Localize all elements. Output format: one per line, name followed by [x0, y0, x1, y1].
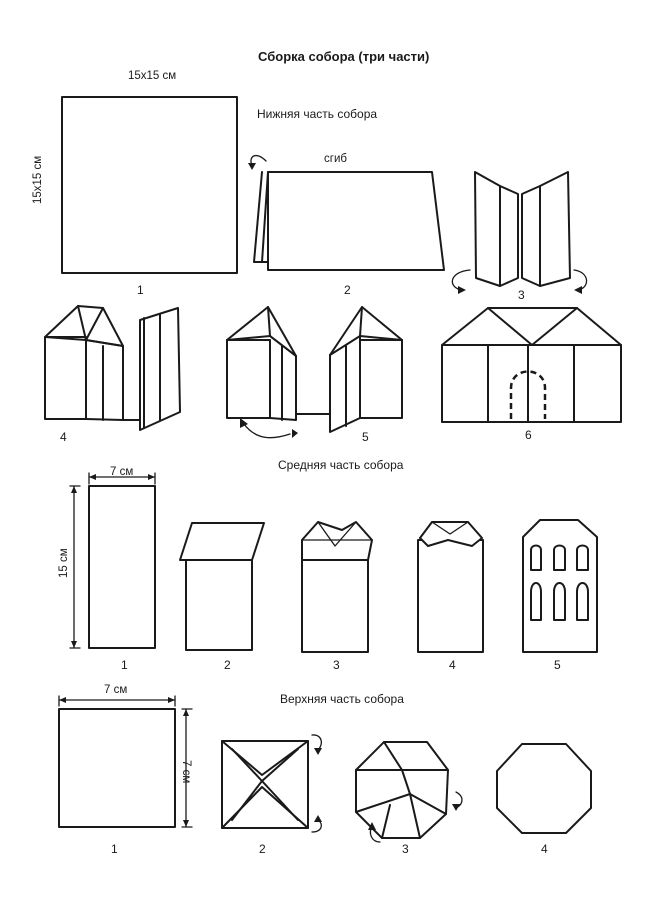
- step-number: 4: [541, 842, 548, 856]
- middle-step-3: [301, 521, 373, 653]
- middle-step-5: [522, 519, 598, 653]
- step-number: 2: [344, 283, 351, 297]
- bottom-step-1-square: [61, 96, 238, 274]
- section-title-top: Верхняя часть собора: [280, 692, 404, 706]
- bottom-step-4: [44, 305, 181, 431]
- step-number: 6: [525, 428, 532, 442]
- step-number: 5: [362, 430, 369, 444]
- top-step-3: [355, 741, 463, 843]
- bottom-step-6: [441, 307, 622, 423]
- top-step-2: [221, 734, 323, 833]
- page-title: Сборка собора (три части): [258, 49, 430, 64]
- step-number: 1: [137, 283, 144, 297]
- middle-step-2: [179, 522, 265, 651]
- bottom-step-5: [226, 306, 403, 439]
- step-number: 2: [224, 658, 231, 672]
- step-number: 4: [60, 430, 67, 444]
- step-number: 3: [333, 658, 340, 672]
- middle-width-label: 7 см: [110, 466, 134, 478]
- middle-step-1-strip: [69, 472, 156, 649]
- section-title-bottom: Нижняя часть собора: [257, 107, 378, 121]
- step-number: 2: [259, 842, 266, 856]
- step-number: 1: [111, 842, 118, 856]
- step-number: 1: [121, 658, 128, 672]
- section-title-middle: Средняя часть собора: [278, 458, 404, 472]
- top-step-1-square: [58, 695, 193, 828]
- bottom-width-label: 15x15 см: [128, 70, 177, 82]
- fold-label: сгиб: [324, 153, 347, 165]
- bottom-step-3-gate: [451, 171, 588, 294]
- top-width-label: 7 см: [104, 684, 128, 696]
- top-step-4: [496, 743, 592, 834]
- step-number: 3: [402, 842, 409, 856]
- step-number: 5: [554, 658, 561, 672]
- middle-step-4: [417, 521, 484, 653]
- step-number: 3: [518, 288, 525, 302]
- step-number: 4: [449, 658, 456, 672]
- bottom-step-2-folded: [248, 154, 445, 271]
